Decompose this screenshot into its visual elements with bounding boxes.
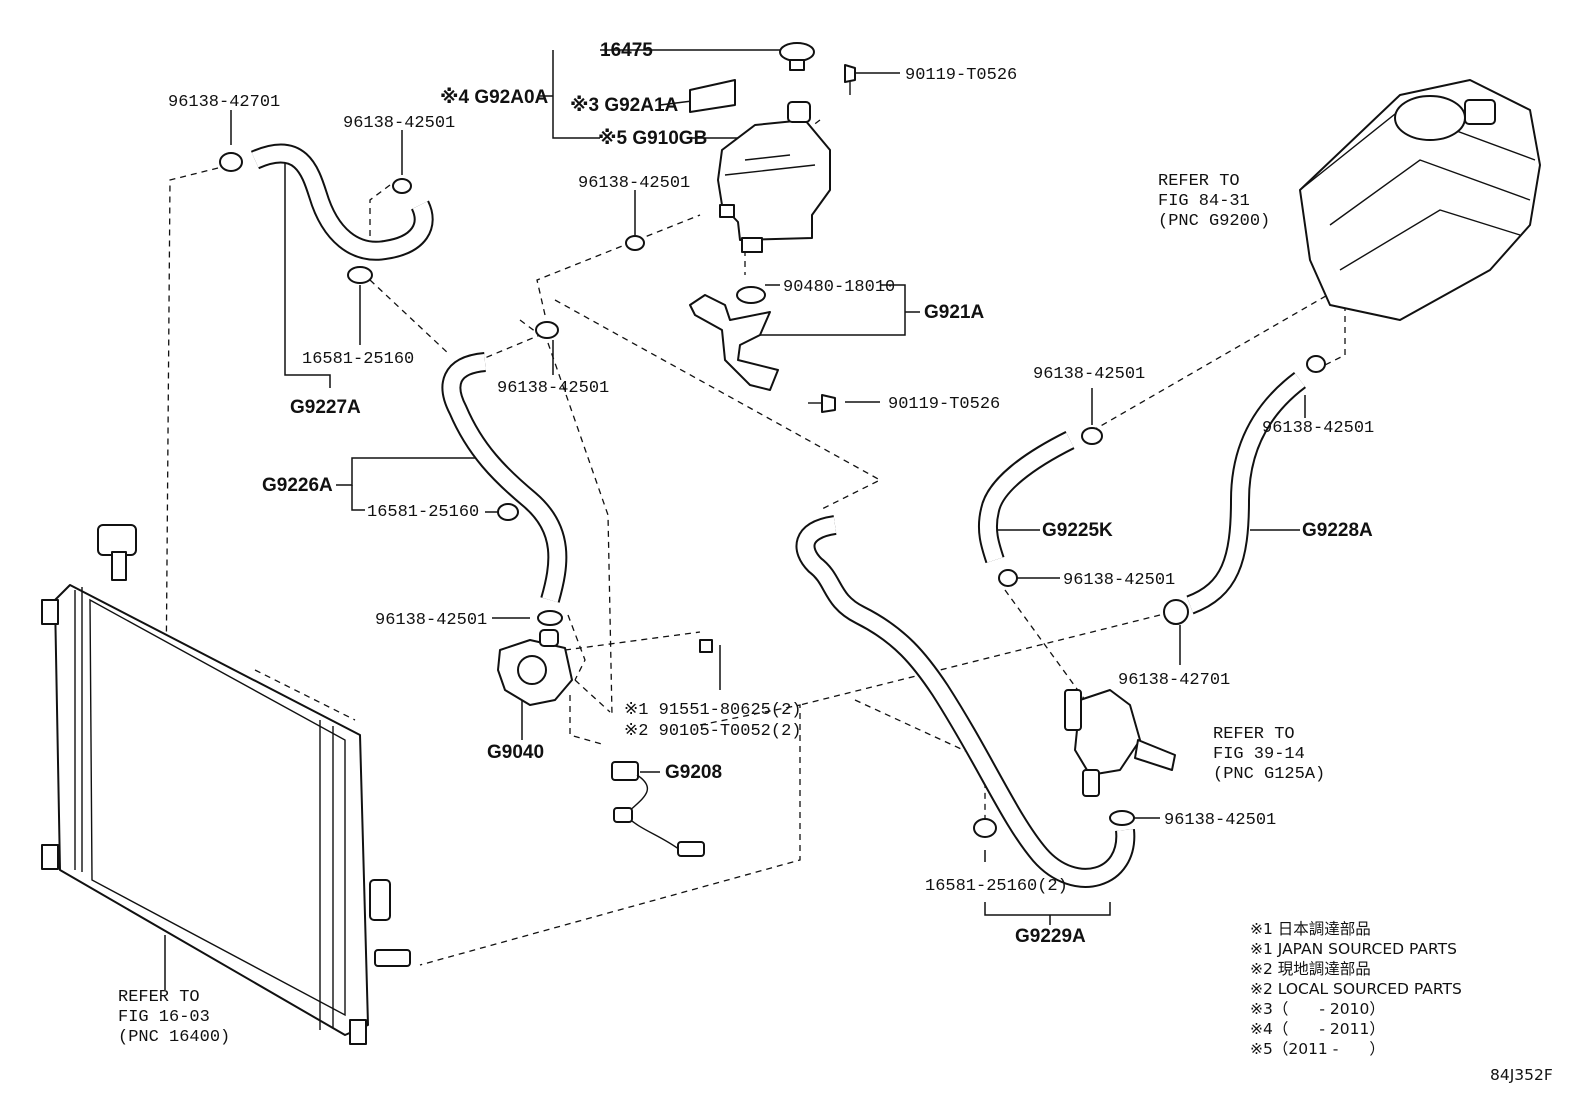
- label-96138-42501-h: 96138-42501: [1164, 811, 1276, 830]
- hose-g9225k[interactable]: [977, 431, 1075, 564]
- note-3: ※3（ - 2010）: [1250, 1000, 1385, 1018]
- reservoir-cap[interactable]: [779, 42, 815, 71]
- label-90119-top: 90119-T0526: [905, 66, 1017, 85]
- inverter-g9200[interactable]: [1299, 79, 1541, 321]
- note-1-en: ※1 JAPAN SOURCED PARTS: [1250, 940, 1457, 958]
- diagram-code: 84J352F: [1490, 1066, 1553, 1084]
- hose-g9228a[interactable]: [1186, 372, 1307, 615]
- clamps[interactable]: [219, 152, 1326, 838]
- label-96138-42501-d: 96138-42501: [375, 611, 487, 630]
- label-g9228a: G9228A: [1302, 520, 1373, 541]
- label-96138-42501-g: 96138-42501: [1063, 571, 1175, 590]
- wire-sensor-g9208[interactable]: [611, 761, 705, 857]
- label-g910gb: ※5 G910GB: [598, 128, 707, 149]
- bolt-91551[interactable]: [699, 639, 713, 653]
- note-2-jp: ※2 現地調達部品: [1250, 960, 1371, 978]
- label-90105-t0052: ※2 90105-T0052(2): [624, 722, 801, 741]
- hose-g9226a[interactable]: [441, 352, 568, 603]
- note-5: ※5（2011 - ）: [1250, 1040, 1385, 1058]
- label-g9229a: G9229A: [1015, 926, 1086, 947]
- cap-gasket[interactable]: [689, 79, 736, 113]
- ref-pump-line3: (PNC G125A): [1213, 765, 1325, 784]
- label-16475: 16475: [600, 40, 653, 61]
- radiator[interactable]: [41, 524, 411, 1045]
- label-g9227a: G9227A: [290, 397, 361, 418]
- label-96138-42501-c: 96138-42501: [497, 379, 609, 398]
- ref-pump-line1: REFER TO: [1213, 725, 1295, 744]
- label-g9040: G9040: [487, 742, 544, 763]
- hose-g9229a[interactable]: [795, 515, 1136, 888]
- reservoir-tank[interactable]: [717, 101, 831, 253]
- ref-pump-line2: FIG 39-14: [1213, 745, 1305, 764]
- label-90480-18010: 90480-18010: [783, 278, 895, 297]
- water-pump-g9040[interactable]: [497, 629, 573, 706]
- reservoir-bracket[interactable]: [689, 286, 779, 391]
- bolt-90119-bracket[interactable]: [808, 394, 836, 413]
- label-96138-42501-f: 96138-42501: [1262, 419, 1374, 438]
- note-2-en: ※2 LOCAL SOURCED PARTS: [1250, 980, 1462, 998]
- reference-pump-valve: REFER TO FIG 39-14 (PNC G125A): [1213, 725, 1325, 784]
- label-g9225k: G9225K: [1042, 520, 1113, 541]
- valve-assembly-g125a[interactable]: [1064, 689, 1176, 797]
- label-g92a1a: ※3 G92A1A: [570, 95, 679, 116]
- hose-g9227a[interactable]: [250, 143, 434, 261]
- ref-inverter-line3: (PNC G9200): [1158, 212, 1270, 231]
- ref-inverter-line1: REFER TO: [1158, 172, 1240, 191]
- label-96138-42501-e: 96138-42501: [1033, 365, 1145, 384]
- label-91551-80625: ※1 91551-80625(2): [624, 701, 801, 720]
- label-g9208: G9208: [665, 762, 722, 783]
- label-96138-42501-b: 96138-42501: [578, 174, 690, 193]
- leader-lines: [164, 49, 1340, 990]
- label-96138-42701-top: 96138-42701: [168, 93, 280, 112]
- label-g921a: G921A: [924, 302, 984, 323]
- note-4: ※4（ - 2011）: [1250, 1020, 1385, 1038]
- part-labels: 16475 90119-T0526 ※4 G92A0A ※3 G92A1A ※5…: [168, 40, 1374, 947]
- ref-radiator-line1: REFER TO: [118, 988, 200, 1007]
- ref-radiator-line2: FIG 16-03: [118, 1008, 210, 1027]
- label-96138-42501-a: 96138-42501: [343, 114, 455, 133]
- label-96138-42701-right: 96138-42701: [1118, 671, 1230, 690]
- ref-radiator-line3: (PNC 16400): [118, 1028, 230, 1047]
- label-90119-bracket: 90119-T0526: [888, 395, 1000, 414]
- ref-inverter-line2: FIG 84-31: [1158, 192, 1250, 211]
- label-16581-25160-a: 16581-25160: [302, 350, 414, 369]
- notes-legend: ※1 日本調達部品 ※1 JAPAN SOURCED PARTS ※2 現地調達…: [1250, 920, 1462, 1058]
- label-16581-25160-c: 16581-25160(2): [925, 877, 1068, 896]
- label-16581-25160-b: 16581-25160: [367, 503, 479, 522]
- bolt-90119-top[interactable]: [844, 64, 856, 95]
- label-g9226a: G9226A: [262, 475, 333, 496]
- note-1-jp: ※1 日本調達部品: [1250, 920, 1371, 938]
- label-g92a0a: ※4 G92A0A: [440, 87, 549, 108]
- reference-radiator: REFER TO FIG 16-03 (PNC 16400): [118, 988, 230, 1047]
- reference-inverter: REFER TO FIG 84-31 (PNC G9200): [1158, 172, 1270, 231]
